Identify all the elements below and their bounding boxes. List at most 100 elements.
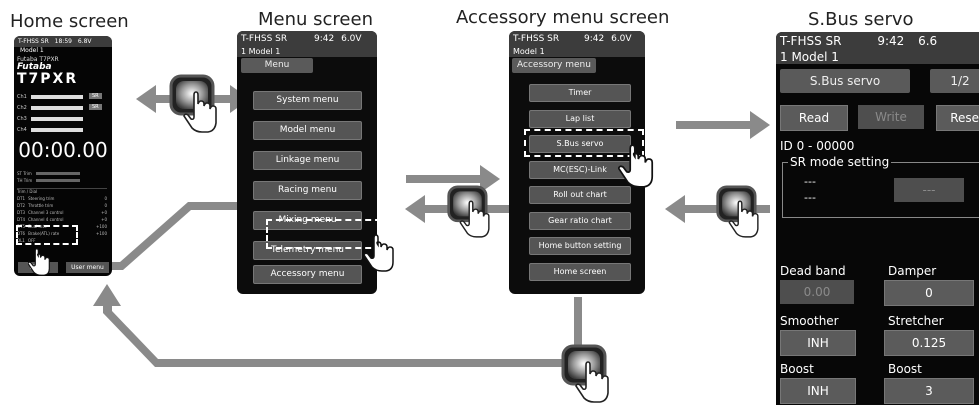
timer-button[interactable]: Timer xyxy=(529,84,631,102)
home-button-press-icon xyxy=(560,343,616,403)
dial-code: DT4 xyxy=(17,217,26,222)
boost-value-2[interactable]: 3 xyxy=(884,378,974,404)
home-button-press-icon xyxy=(446,184,496,238)
sbus-servo-highlight xyxy=(524,129,644,157)
accessory-status-text: T-FHSS SR xyxy=(513,34,560,44)
arrow-accessory-sbus-shaft xyxy=(676,121,750,129)
home-brand-logo: Futaba xyxy=(17,62,52,72)
menu-status-text: T-FHSS SR xyxy=(241,34,288,44)
accessory-menu-button[interactable]: Accessory menu xyxy=(253,265,362,284)
home-user-menu-button[interactable]: User menu xyxy=(66,262,109,273)
dial-value: +0 xyxy=(101,210,107,215)
model-menu-button[interactable]: Model menu xyxy=(253,121,362,140)
label-home-screen: Home screen xyxy=(10,11,129,32)
ch3-label: Ch3 xyxy=(17,116,27,122)
menu-screen-device: T-FHSS SR 9:42 6.0V 1 Model 1 Menu Syste… xyxy=(237,31,377,294)
sbus-title: S.Bus servo xyxy=(780,69,910,93)
home-screen-button[interactable]: Home screen xyxy=(529,263,631,281)
dial-title: Trim / Dial xyxy=(17,189,38,194)
home-menu-highlight xyxy=(16,225,78,245)
dial-code: DT1 xyxy=(17,196,26,201)
arrow-menu-accessory-shaft xyxy=(406,175,488,183)
menu-voltage: 6.0V xyxy=(341,34,362,44)
boost-value-1[interactable]: INH xyxy=(780,378,856,404)
label-sbus-servo: S.Bus servo xyxy=(808,9,914,30)
racing-menu-button[interactable]: Racing menu xyxy=(253,181,362,200)
arrow-head-back-menu xyxy=(405,195,425,223)
home-model-name: Model 1 xyxy=(20,47,44,54)
roll-out-chart-button[interactable]: Roll out chart xyxy=(529,186,631,204)
home-trim-area: ST Trim TH Trim xyxy=(17,171,109,185)
dial-name: Steering trim xyxy=(28,196,55,201)
home-button-setting-button[interactable]: Home button setting xyxy=(529,237,631,255)
dial-name: Throttle trim xyxy=(28,203,54,208)
dial-value: 0 xyxy=(104,203,107,208)
label-menu-screen: Menu screen xyxy=(258,9,373,30)
sbus-model-row: 1 Model 1 xyxy=(776,50,979,64)
ch1-sr-badge: SR xyxy=(89,93,102,99)
read-button[interactable]: Read xyxy=(780,105,848,131)
menu-model-row: 1 Model 1 xyxy=(237,47,377,57)
ch3-bar xyxy=(31,117,83,121)
telemetry-highlight xyxy=(266,219,391,249)
boost-label-1: Boost xyxy=(780,362,814,376)
menu-status-bar: T-FHSS SR 9:42 6.0V xyxy=(237,31,377,47)
sr-mode-value-2: --- xyxy=(804,191,816,204)
hand-pointer-icon xyxy=(618,144,654,188)
lap-list-button[interactable]: Lap list xyxy=(529,110,631,128)
stretcher-value[interactable]: 0.125 xyxy=(884,330,974,356)
smoother-label: Smoother xyxy=(780,314,839,328)
accessory-model-row: Model 1 xyxy=(509,47,645,57)
menu-time: 9:42 xyxy=(314,34,335,44)
sbus-servo-device: T-FHSS SR 9:42 6.6 1 Model 1 S.Bus servo… xyxy=(776,32,979,405)
dial-value: 0 xyxy=(104,196,107,201)
home-time: 18:59 xyxy=(54,38,72,45)
sbus-page-indicator[interactable]: 1/2 xyxy=(930,69,979,93)
dial-name: Channel 3 control xyxy=(28,210,64,215)
write-button[interactable]: Write xyxy=(858,105,924,129)
linkage-menu-button[interactable]: Linkage menu xyxy=(253,151,362,170)
dead-band-value[interactable]: 0.00 xyxy=(780,280,854,304)
damper-value[interactable]: 0 xyxy=(884,280,974,306)
dial-code: DT3 xyxy=(17,210,26,215)
gear-ratio-chart-button[interactable]: Gear ratio chart xyxy=(529,212,631,230)
arrow-head-back-accessory xyxy=(665,195,685,223)
system-menu-button[interactable]: System menu xyxy=(253,91,362,110)
arrow-accessory-home-down xyxy=(574,297,582,359)
arrow-head-sbus xyxy=(750,111,770,139)
dial-code: DT6 xyxy=(17,231,26,236)
mc-esc-link-button[interactable]: MC(ESC)-Link xyxy=(529,161,631,179)
st-trim-label: ST Trim xyxy=(17,171,32,176)
dial-code: DL1 xyxy=(17,238,25,243)
ch4-label: Ch4 xyxy=(17,127,27,133)
reset-button[interactable]: Reset xyxy=(936,105,979,131)
arrow-head-accessory xyxy=(480,165,500,193)
dial-code: DT2 xyxy=(17,203,26,208)
stretcher-label: Stretcher xyxy=(888,314,944,328)
ch4-bar xyxy=(31,128,83,132)
label-accessory-screen: Accessory menu screen xyxy=(456,7,670,28)
menu-title: Menu xyxy=(241,58,313,73)
sr-mode-button[interactable]: --- xyxy=(894,178,964,202)
dead-band-label: Dead band xyxy=(780,264,846,278)
sr-mode-title: SR mode setting xyxy=(788,155,892,169)
dial-name: Brake(ATL) rate xyxy=(28,231,60,236)
home-voltage: 6.8V xyxy=(77,38,92,45)
dial-name: OFF xyxy=(27,238,36,243)
accessory-voltage: 6.0V xyxy=(611,34,632,44)
accessory-time: 9:42 xyxy=(584,34,605,44)
sbus-voltage: 6.6 xyxy=(918,34,938,48)
sbus-status-text: T-FHSS SR xyxy=(780,34,842,48)
telemetry-menu-button[interactable]: Telemetry menu xyxy=(253,241,362,260)
smoother-value[interactable]: INH xyxy=(780,330,856,356)
home-timer: 00:00.00 xyxy=(18,138,108,162)
dial-value: +0 xyxy=(101,217,107,222)
sbus-servo-button[interactable]: S.Bus servo xyxy=(529,135,631,153)
home-brand-small: Futaba T7PXR xyxy=(17,56,59,63)
